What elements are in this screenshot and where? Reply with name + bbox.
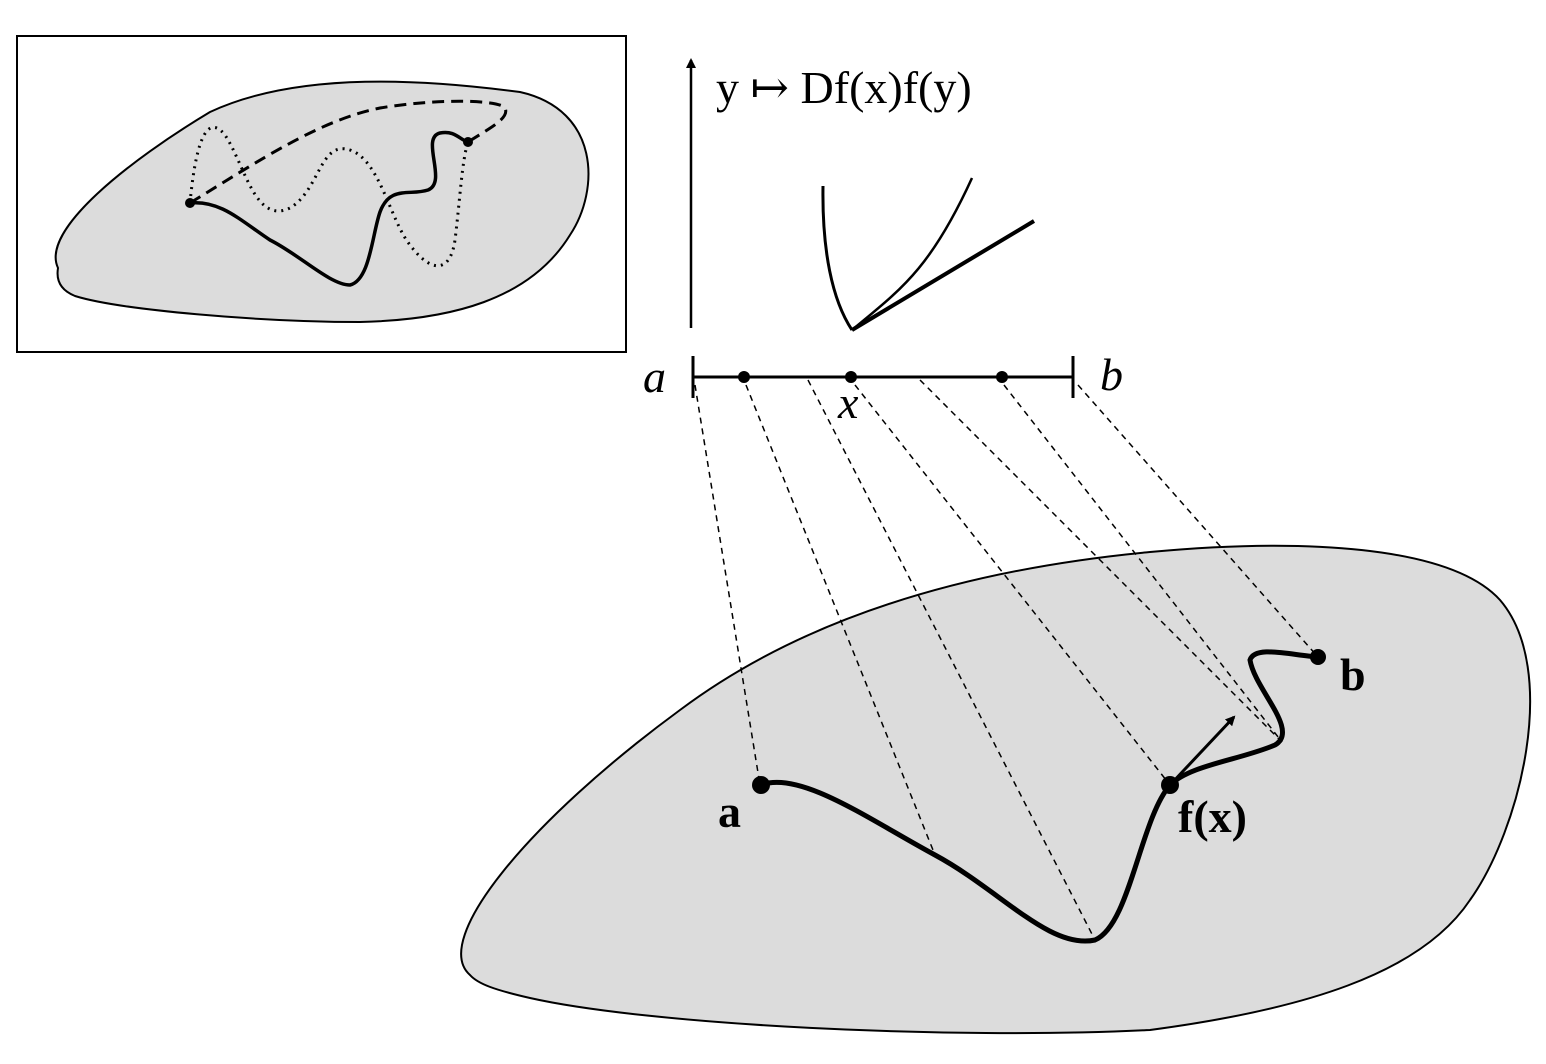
- inset-solid-path: [189, 130, 469, 287]
- projection-line-b: [1077, 384, 1319, 658]
- inset-panel: [16, 35, 627, 353]
- main-region-group: [460, 544, 1532, 1035]
- curve-end-label: b: [1340, 649, 1366, 700]
- interval-point-3: [996, 371, 1008, 383]
- interval-end-label: b: [1100, 349, 1123, 400]
- curve-start-label: a: [718, 786, 741, 837]
- interval-point-x: [845, 371, 857, 383]
- projection-line-4: [919, 379, 1283, 743]
- inset-dashed-path: [189, 99, 508, 205]
- main-region: [460, 544, 1532, 1035]
- projection-line-x: [854, 384, 1171, 786]
- curve-point-label: f(x): [1178, 791, 1247, 842]
- projection-line-1: [745, 384, 936, 856]
- tangent-vector-arrow: [1168, 715, 1236, 787]
- interval-point-1: [738, 371, 750, 383]
- main-curve-group: a b f(x): [718, 649, 1366, 944]
- projection-line-2: [807, 379, 1096, 941]
- curve-point-fx: [1161, 776, 1179, 794]
- graph-curve-convex: [851, 177, 974, 331]
- projection-line-5: [1003, 384, 1283, 743]
- inset-dotted-path: [188, 126, 470, 268]
- interval-point-label: x: [837, 377, 859, 428]
- curve-start-point: [752, 776, 770, 794]
- graph-curve-steep: [821, 185, 854, 331]
- inset-end-point: [463, 137, 473, 147]
- map-graph: y ↦ Df(x)f(y): [686, 58, 1036, 332]
- graph-tangent-line: [850, 219, 1036, 332]
- interval-start-label: a: [643, 351, 666, 402]
- map-title: y ↦ Df(x)f(y): [716, 62, 972, 113]
- inset-start-point: [185, 198, 195, 208]
- projection-line-a: [694, 384, 761, 786]
- interval: a b x: [643, 349, 1123, 428]
- inset-region: [54, 80, 590, 324]
- curve-end-point: [1310, 649, 1326, 665]
- projection-lines: [694, 379, 1319, 941]
- main-curve: [760, 649, 1319, 944]
